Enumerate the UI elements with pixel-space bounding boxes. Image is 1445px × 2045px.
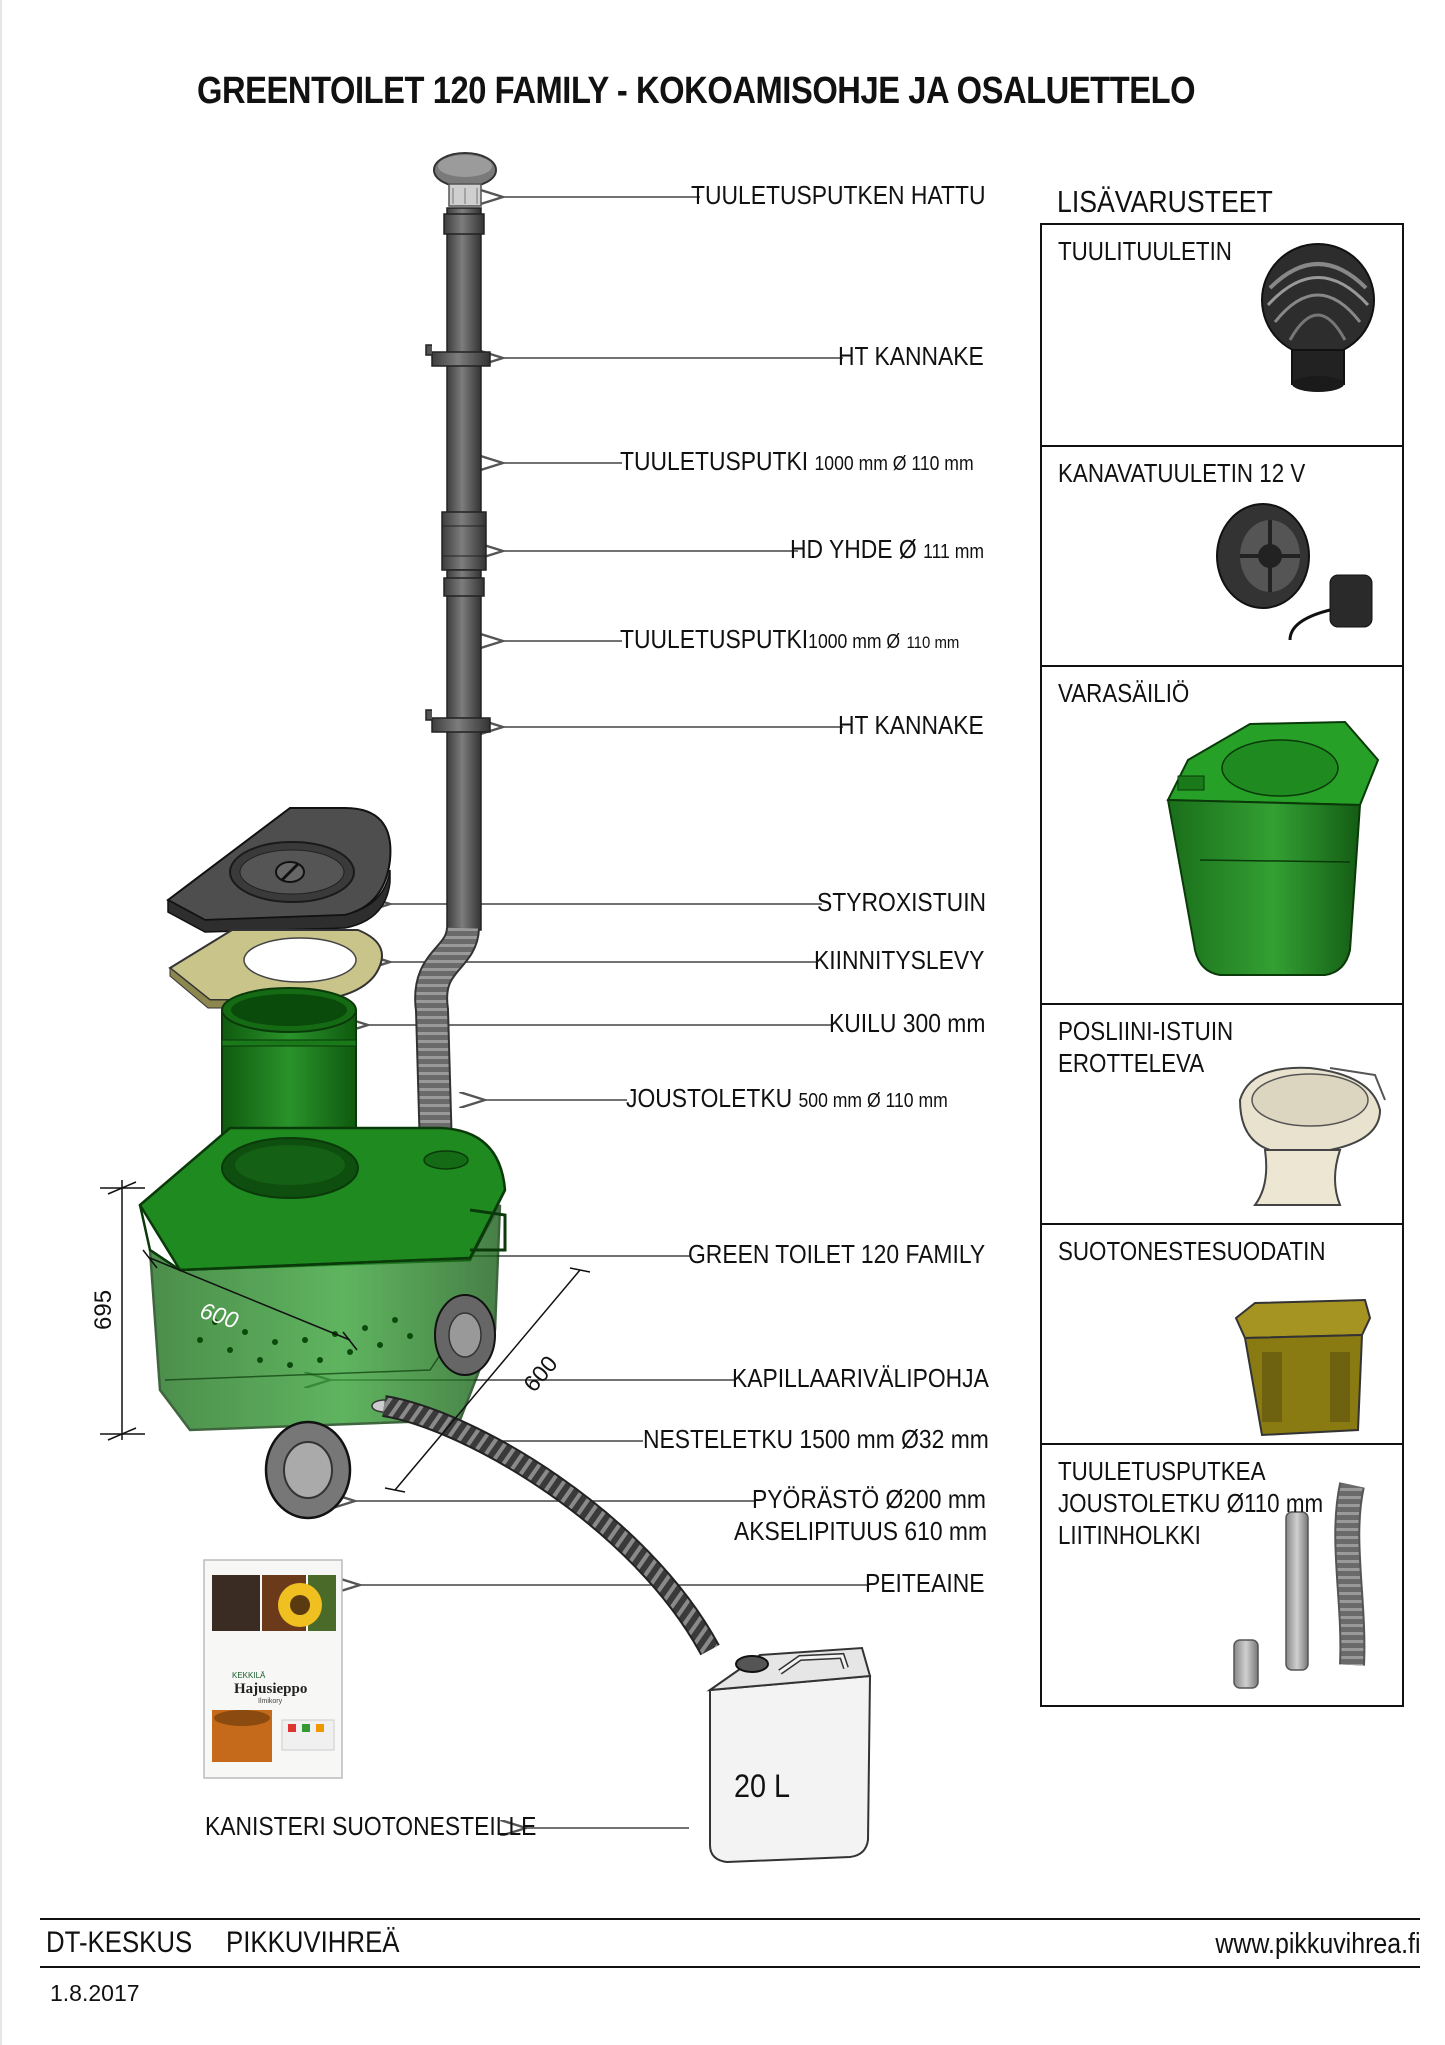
- accessory-label: VARASÄILIÖ: [1058, 678, 1190, 708]
- label-mounting-plate: KIINNITYSLEVY: [814, 945, 985, 975]
- leader-lines: [330, 197, 868, 1828]
- page-title: GREENTOILET 120 FAMILY - KOKOAMISOHJE JA…: [197, 70, 1196, 112]
- vent-pipe-stack: [414, 152, 497, 1165]
- canister: [706, 1646, 872, 1864]
- package-subtitle: Ilmikory: [258, 1698, 283, 1705]
- label-cover-material: PEITEAINE: [865, 1568, 985, 1598]
- label-vent-cap: TUULETUSPUTKEN HATTU: [691, 180, 986, 210]
- dimension-lines: [100, 1180, 591, 1493]
- covering-material-package: [203, 1559, 343, 1779]
- footer-website-link[interactable]: www.pikkuvihrea.fi: [1215, 1928, 1421, 1960]
- label-axle: AKSELIPITUUS 610 mm: [734, 1516, 988, 1546]
- accessory-box-filter: SUOTONESTESUODATIN: [1040, 1223, 1404, 1443]
- label-wheelset: PYÖRÄSTÖ Ø200 mm: [752, 1484, 986, 1514]
- footer-rule-top: [40, 1918, 1420, 1920]
- label-coupling: HD YHDE Ø 111 mm: [790, 534, 984, 565]
- accessory-box-duct-fan: KANAVATUULETIN 12 V: [1040, 445, 1404, 665]
- footer-date: 1.8.2017: [50, 1980, 140, 2006]
- label-canister: KANISTERI SUOTONESTEILLE: [205, 1811, 537, 1841]
- vent-pipe-2-spec-a: 1000 mm Ø: [808, 631, 901, 653]
- label-drain-hose: NESTELETKU 1500 mm Ø32 mm: [643, 1424, 989, 1454]
- seat-assembly: [166, 807, 392, 1009]
- accessory-label: TUULITUULETIN: [1058, 236, 1232, 266]
- label-capillary-base: KAPILLAARIVÄLIPOHJA: [732, 1363, 989, 1393]
- flex-hose-spec: 500 mm Ø 110 mm: [798, 1090, 948, 1112]
- accessory-label: TUULETUSPUTKEA JOUSTOLETKU Ø110 mm LIITI…: [1058, 1456, 1324, 1550]
- page-edge: [0, 0, 2, 2045]
- label-flex-hose: JOUSTOLETKU 500 mm Ø 110 mm: [626, 1083, 948, 1114]
- pipe-parts-image: [1233, 1482, 1366, 1689]
- dimension-height: 695: [90, 1289, 117, 1330]
- accessory-box-pipe-parts: TUULETUSPUTKEA JOUSTOLETKU Ø110 mm LIITI…: [1040, 1443, 1404, 1707]
- reserve-tank-image: [1166, 720, 1380, 976]
- label-vent-pipe-1: TUULETUSPUTKI 1000 mm Ø 110 mm: [620, 446, 974, 477]
- accessories-heading: LISÄVARUSTEET: [1057, 184, 1273, 219]
- vent-pipe-1-spec: 1000 mm Ø 110 mm: [814, 453, 974, 475]
- label-green-toilet: GREEN TOILET 120 FAMILY: [688, 1239, 986, 1269]
- label-bracket-1: HT KANNAKE: [838, 341, 984, 371]
- accessory-box-wind-turbine: TUULITUULETIN: [1040, 223, 1404, 445]
- accessory-box-reserve-tank: VARASÄILIÖ: [1040, 665, 1404, 1003]
- accessory-label: SUOTONESTESUODATIN: [1058, 1236, 1326, 1266]
- vent-pipe-1-name: TUULETUSPUTKI: [620, 446, 809, 476]
- package-name: Hajusieppo: [234, 1681, 308, 1697]
- vent-pipe-2-name: TUULETUSPUTKI: [620, 624, 809, 654]
- package-brand: KEKKILÄ: [232, 1671, 266, 1680]
- flex-hose-name: JOUSTOLETKU: [626, 1083, 793, 1113]
- label-seat: STYROXISTUIN: [817, 887, 987, 917]
- accessory-images: [1166, 243, 1386, 1689]
- vent-pipe-2-spec-b: 110 mm: [906, 633, 960, 652]
- canister-volume: 20 L: [734, 1768, 791, 1804]
- coupling-name: HD YHDE Ø: [790, 534, 917, 564]
- porcelain-seat-image: [1238, 1066, 1386, 1206]
- green-container: [138, 1126, 507, 1520]
- label-bracket-2: HT KANNAKE: [838, 710, 984, 740]
- accessory-label: KANAVATUULETIN 12 V: [1058, 458, 1306, 488]
- label-vent-pipe-2: TUULETUSPUTKI1000 mm Ø 110 mm: [620, 624, 959, 655]
- footer-rule-bottom: [40, 1966, 1420, 1968]
- accessory-label: POSLIINI-ISTUIN EROTTELEVA: [1058, 1016, 1234, 1078]
- footer-brand: PIKKUVIHREÄ: [226, 1926, 400, 1959]
- accessory-box-porcelain-seat: POSLIINI-ISTUIN EROTTELEVA: [1040, 1003, 1404, 1223]
- filter-box-image: [1234, 1298, 1372, 1437]
- label-shaft: KUILU 300 mm: [829, 1008, 986, 1038]
- wind-turbine-image: [1261, 243, 1375, 392]
- footer-company: DT-KESKUS: [46, 1926, 193, 1959]
- coupling-spec: 111 mm: [923, 541, 985, 563]
- duct-fan-image: [1216, 503, 1373, 641]
